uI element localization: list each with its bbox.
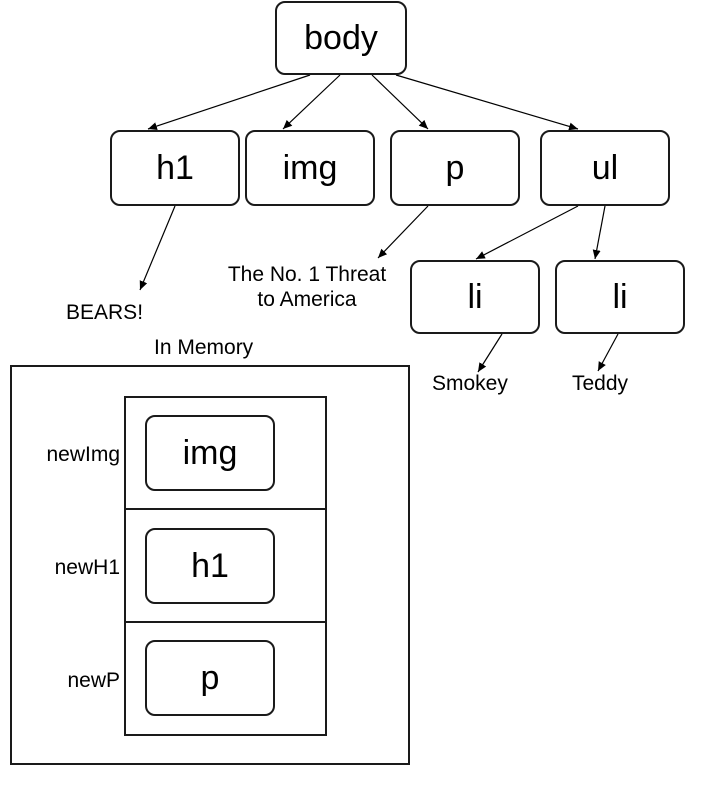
memory-box	[10, 365, 410, 765]
text-node-threat: The No. 1 Threat to America	[212, 262, 402, 312]
edge-li1-text	[477, 333, 503, 373]
edge-body-ul	[395, 74, 579, 131]
node-h1: h1	[110, 130, 240, 206]
mem-node-img: img	[145, 415, 275, 491]
mem-node-p: p	[145, 640, 275, 716]
text-node-bears: BEARS!	[66, 301, 144, 324]
node-img: img	[245, 130, 375, 206]
edge-ul-li1	[475, 205, 579, 260]
memory-divider-1	[124, 508, 327, 510]
text-node-smokey: Smokey	[432, 372, 508, 395]
node-li-1: li	[410, 260, 540, 334]
var-newH1: newH1	[54, 556, 120, 579]
text-node-teddy: Teddy	[572, 372, 629, 395]
memory-stack	[124, 396, 327, 736]
var-newP: newP	[67, 669, 120, 692]
text-node-threat-line1: The No. 1 Threat	[227, 263, 387, 286]
node-ul: ul	[540, 130, 670, 206]
node-p: p	[390, 130, 520, 206]
edge-body-h1	[147, 74, 311, 130]
edge-li2-text	[597, 333, 619, 372]
edge-p-text	[377, 205, 429, 259]
node-li-2: li	[555, 260, 685, 334]
var-newImg: newImg	[46, 443, 120, 466]
text-node-threat-line2: to America	[257, 288, 357, 312]
memory-title: In Memory	[154, 336, 254, 359]
mem-node-h1: h1	[145, 528, 275, 604]
memory-divider-2	[124, 621, 327, 623]
node-body: body	[275, 1, 407, 75]
edge-h1-text	[139, 205, 176, 291]
edge-body-img	[282, 74, 341, 130]
edge-ul-li2	[592, 205, 606, 260]
edge-body-p	[371, 74, 429, 130]
